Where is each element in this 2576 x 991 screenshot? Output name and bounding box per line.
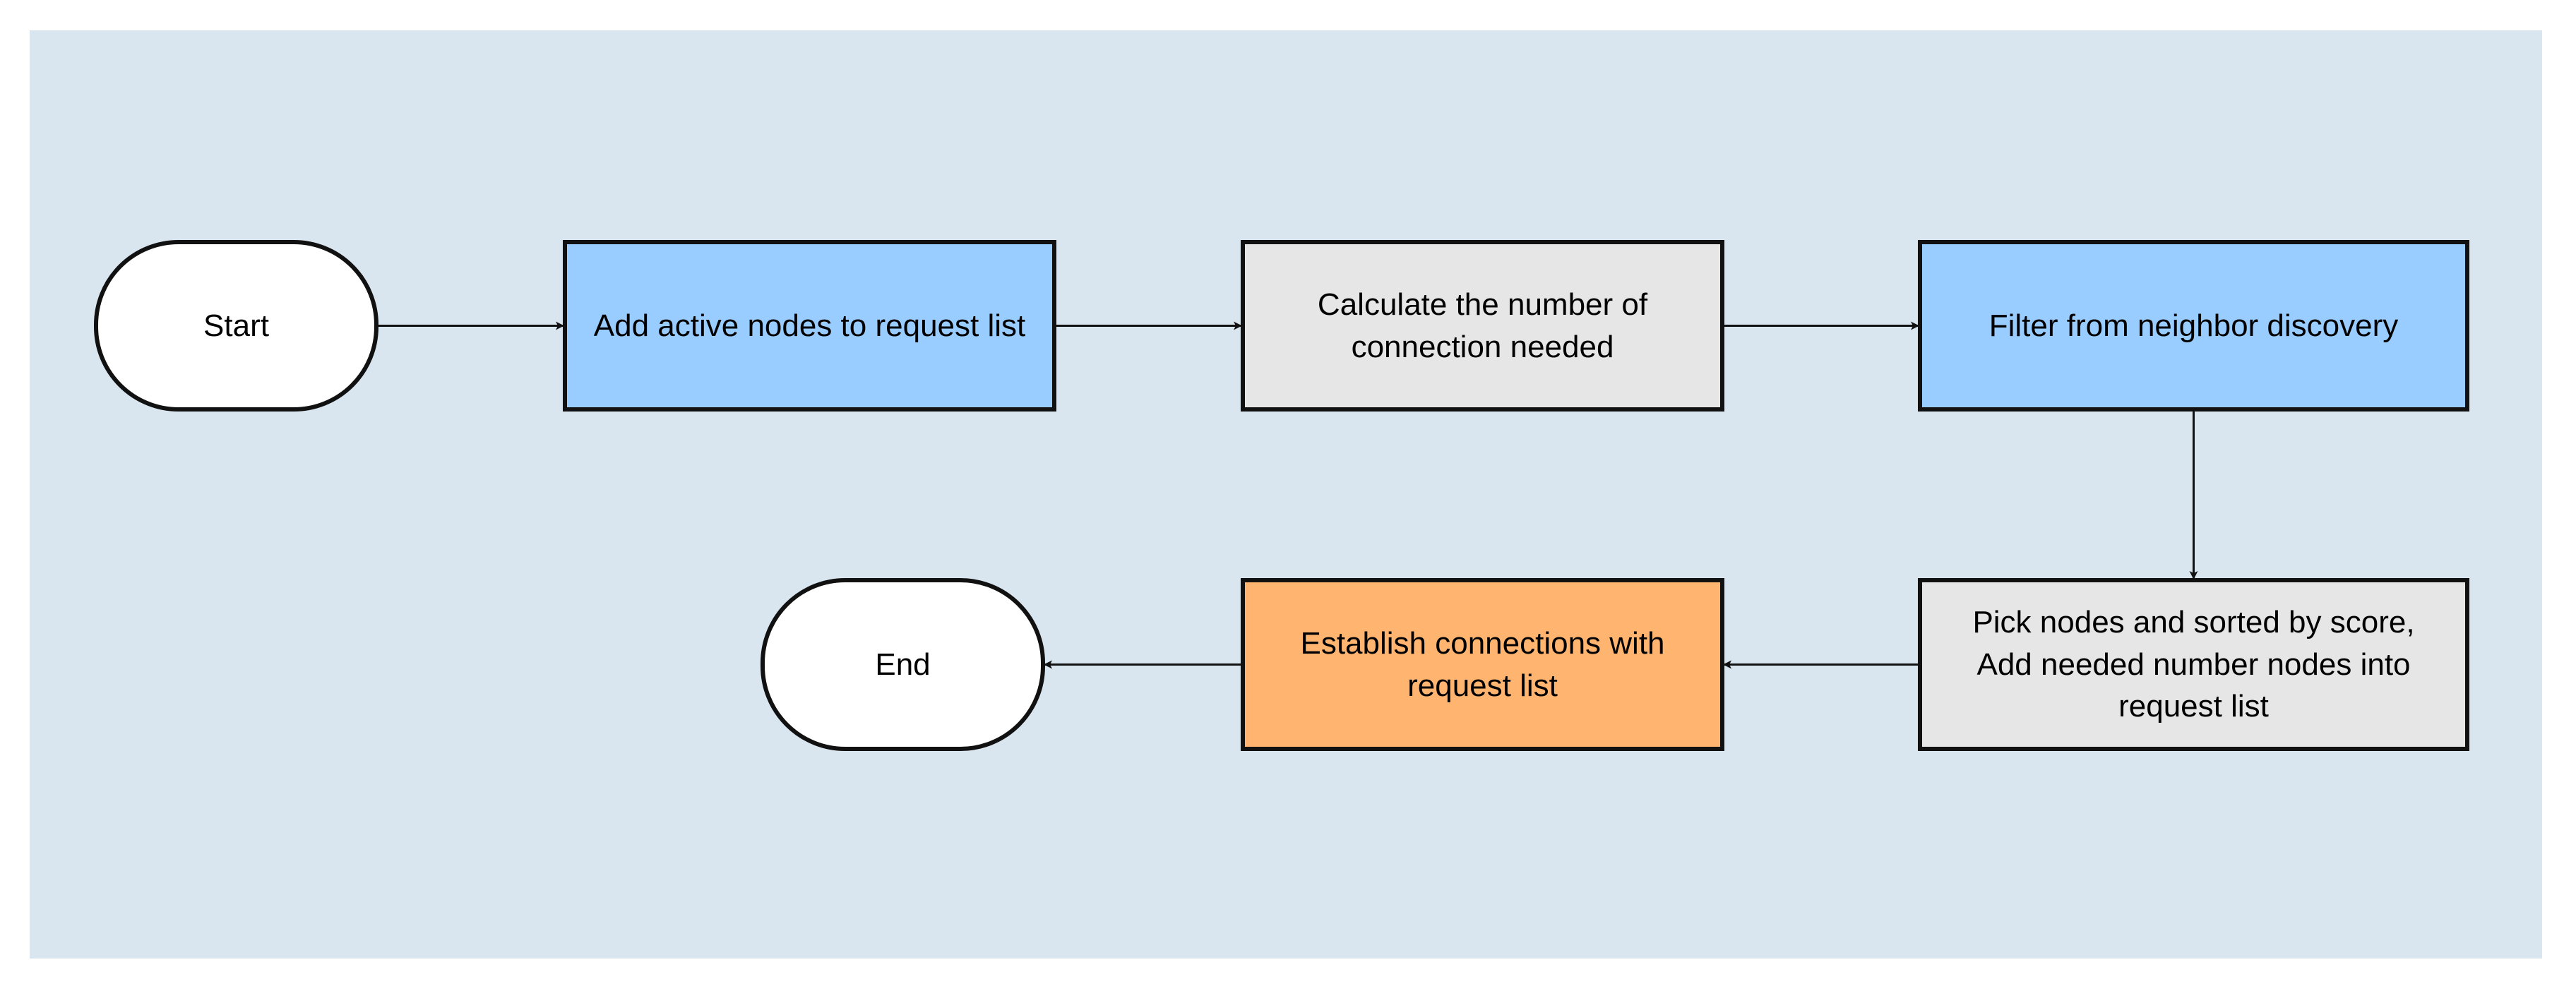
filter-neighbor-discovery-step: Filter from neighbor discovery bbox=[1918, 240, 2469, 412]
filter-label: Filter from neighbor discovery bbox=[1988, 308, 2399, 343]
add-active-nodes-step: Add active nodes to request list bbox=[563, 240, 1056, 412]
end-label: End bbox=[875, 647, 931, 682]
pick-and-sort-nodes-step: Pick nodes and sorted by score, Add need… bbox=[1918, 578, 2469, 751]
pick-label-line-1: Pick nodes and sorted by score, bbox=[1972, 604, 2415, 639]
pick-label-line-3: request list bbox=[2118, 689, 2269, 724]
calculate-connections-step: Calculate the number of connection neede… bbox=[1241, 240, 1724, 412]
pick-label-line-2: Add needed number nodes into bbox=[1976, 647, 2411, 682]
establish-label-line-2: request list bbox=[1407, 668, 1558, 703]
calculate-label-line-1: Calculate the number of bbox=[1317, 287, 1648, 322]
establish-label-line-1: Establish connections with bbox=[1300, 625, 1665, 661]
add-active-nodes-label: Add active nodes to request list bbox=[593, 308, 1026, 343]
start-terminal: Start bbox=[94, 240, 378, 412]
calculate-label-line-2: connection needed bbox=[1351, 329, 1614, 364]
establish-connections-step: Establish connections with request list bbox=[1241, 578, 1724, 751]
edge-group bbox=[378, 321, 2198, 669]
start-label: Start bbox=[203, 308, 269, 343]
end-terminal: End bbox=[761, 578, 1045, 751]
diagram-background-panel bbox=[30, 30, 2542, 959]
